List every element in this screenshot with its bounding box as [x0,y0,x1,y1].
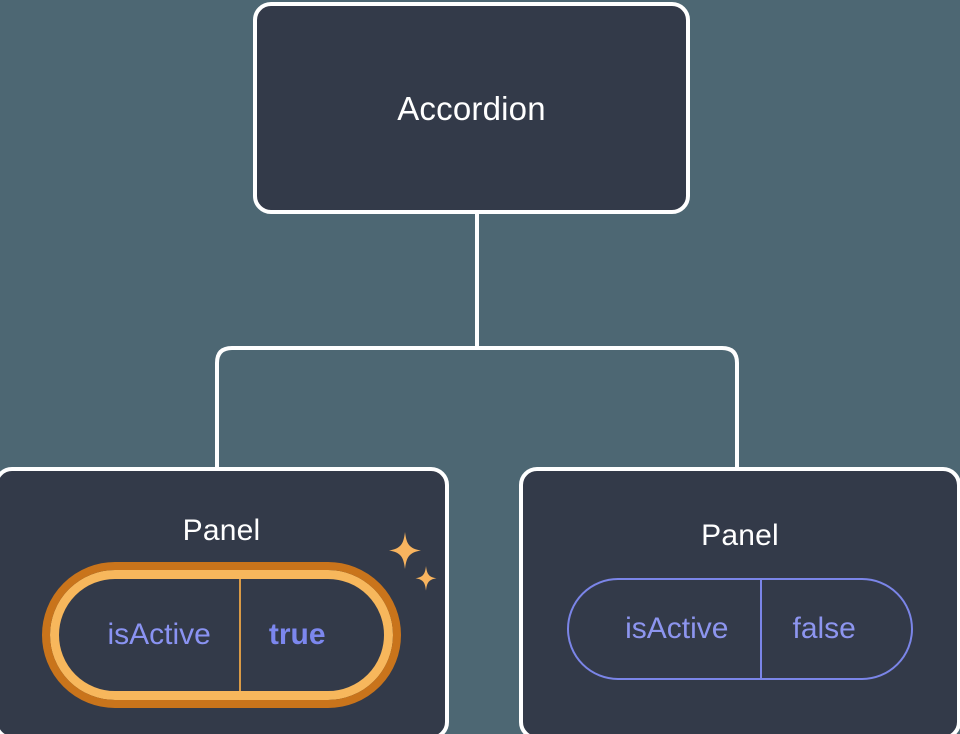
node-panel-active-title: Panel [182,514,261,547]
sparkle-large-icon [388,532,421,569]
node-accordion-title: Accordion [397,89,546,127]
prop-key: isActive [625,612,729,645]
sparkle-small-icon [415,566,437,591]
connector-branch-bus [215,346,739,471]
node-accordion[interactable]: Accordion [253,2,690,214]
prop-value: true [238,579,384,691]
prop-key: isActive [107,618,211,651]
node-panel-inactive[interactable]: Panel isActive false [519,467,960,734]
prop-value: false [760,580,910,678]
node-panel-active[interactable]: Panel isActive true [0,467,449,734]
prop-pill-inactive-wrapper: isActive false [567,578,913,680]
prop-pill-isactive-false[interactable]: isActive false [567,578,913,680]
node-panel-inactive-title: Panel [701,519,779,552]
prop-pill-isactive-true[interactable]: isActive true [42,562,401,708]
sparkle-group [388,532,437,591]
prop-pill-active-wrapper: isActive true [42,532,437,708]
